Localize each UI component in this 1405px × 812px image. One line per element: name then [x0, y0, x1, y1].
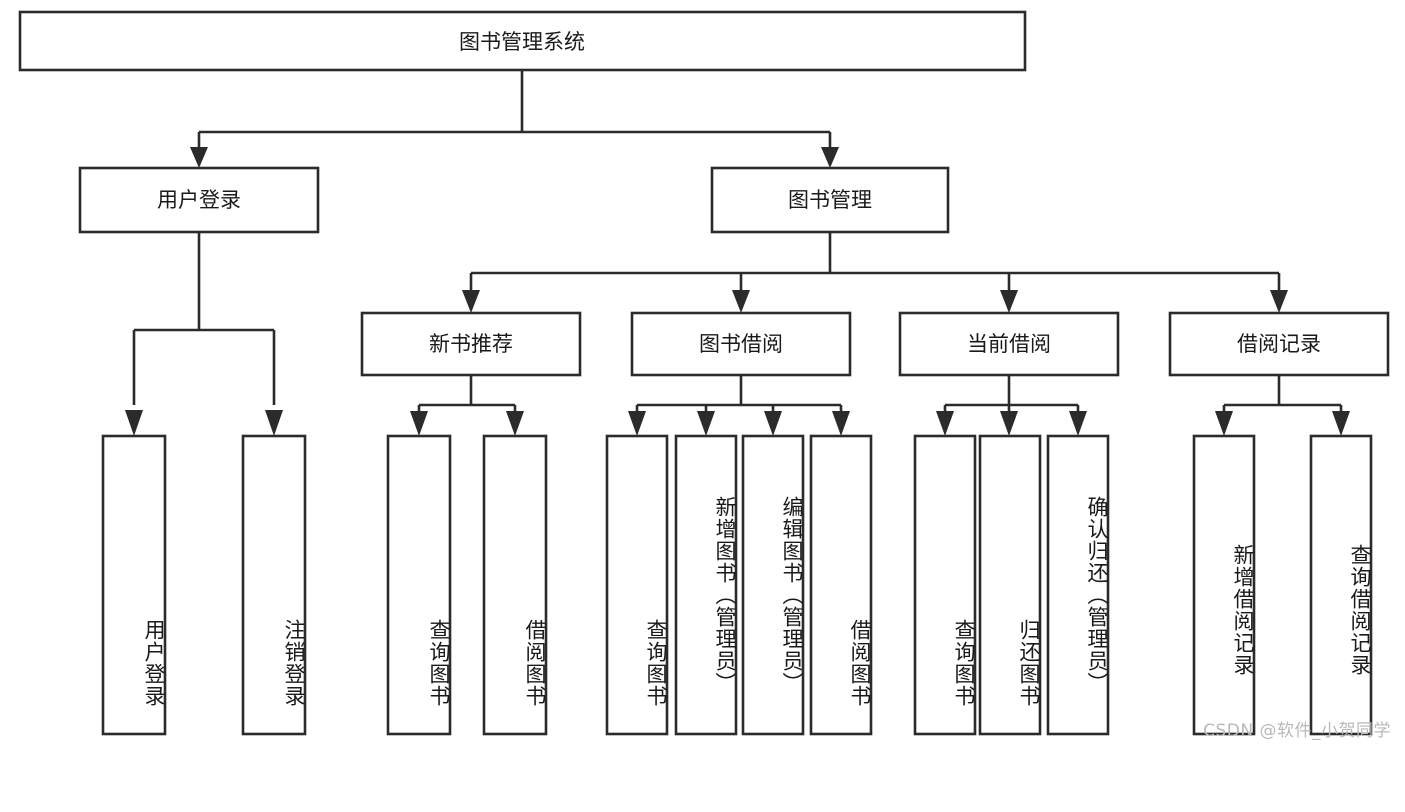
node-user-login-label: 用户登录: [157, 188, 241, 212]
leaf-box-current-borrow-2[interactable]: [978, 434, 1042, 736]
node-root-label: 图书管理系统: [459, 30, 585, 54]
leaf-box-book-borrow-3[interactable]: [741, 434, 805, 736]
csdn-watermark: CSDN @软件_小贺同学: [1203, 721, 1391, 741]
arrow-user-login-to-leaf-2: [265, 410, 283, 436]
node-book-borrow[interactable]: 图书借阅: [630, 311, 852, 377]
leaf-box-user-login-2[interactable]: [241, 434, 307, 736]
leaf-box-current-borrow-1[interactable]: [913, 434, 977, 736]
arrow-book-borrow-to-leaf-2: [697, 411, 715, 436]
node-book-borrow-box[interactable]: [630, 311, 852, 377]
edge-root-trunk: [197, 70, 832, 152]
node-book-manage[interactable]: 图书管理: [710, 166, 950, 234]
arrow-new-book-to-leaf-2: [506, 411, 524, 436]
node-root-box[interactable]: [18, 10, 1027, 72]
node-root[interactable]: 图书管理系统: [18, 10, 1027, 72]
arrow-current-borrow-to-leaf-1: [936, 411, 954, 436]
arrow-root-to-book-manage: [821, 147, 839, 168]
node-book-manage-label: 图书管理: [788, 188, 872, 212]
leaf-box-new-book-2[interactable]: [482, 434, 548, 736]
connectors-group: [125, 70, 1350, 436]
node-current-borrow-box[interactable]: [898, 311, 1120, 377]
leaf-boxes-group: [101, 434, 1373, 736]
edge-book-manage-trunk: [469, 232, 1281, 292]
arrow-user-login-to-leaf-1: [125, 410, 143, 436]
arrow-book-manage-to-borrow-record: [1270, 290, 1288, 313]
node-borrow-record-label: 借阅记录: [1237, 332, 1321, 356]
leaf-box-book-borrow-4[interactable]: [809, 434, 873, 736]
node-borrow-record[interactable]: 借阅记录: [1168, 311, 1390, 377]
arrow-current-borrow-to-leaf-3: [1069, 411, 1087, 436]
arrow-root-to-user-login: [190, 147, 208, 168]
edge-user-login-trunk: [132, 232, 276, 405]
edge-borrow-record-trunk: [1222, 375, 1343, 412]
edge-book-borrow-trunk: [635, 375, 843, 412]
system-structure-diagram: 图书管理系统 用户登录 图书管理 新书推荐 图书借阅 当前借阅 借阅记录: [18, 10, 1391, 741]
node-new-book-recommend[interactable]: 新书推荐: [360, 311, 582, 377]
node-new-book-recommend-box[interactable]: [360, 311, 582, 377]
edge-new-book-trunk: [417, 375, 517, 412]
node-borrow-record-box[interactable]: [1168, 311, 1390, 377]
arrow-borrow-record-to-leaf-1: [1215, 411, 1233, 436]
node-current-borrow[interactable]: 当前借阅: [898, 311, 1120, 377]
leaf-box-book-borrow-1[interactable]: [605, 434, 669, 736]
node-user-login[interactable]: 用户登录: [78, 166, 320, 234]
node-user-login-box[interactable]: [78, 166, 320, 234]
leaf-box-borrow-record-2[interactable]: [1309, 434, 1373, 736]
node-current-borrow-label: 当前借阅: [967, 332, 1051, 356]
leaf-box-current-borrow-3[interactable]: [1046, 434, 1110, 736]
arrow-current-borrow-to-leaf-2: [1000, 411, 1018, 436]
node-new-book-recommend-label: 新书推荐: [429, 332, 513, 356]
leaf-box-user-login-1[interactable]: [101, 434, 167, 736]
arrow-book-borrow-to-leaf-1: [628, 411, 646, 436]
arrow-book-borrow-to-leaf-3: [764, 411, 782, 436]
arrow-book-borrow-to-leaf-4: [832, 411, 850, 436]
leaf-box-new-book-1[interactable]: [386, 434, 452, 736]
arrow-book-manage-to-book-borrow: [732, 290, 750, 313]
edge-current-borrow-trunk: [943, 375, 1080, 412]
node-book-borrow-label: 图书借阅: [699, 332, 783, 356]
arrow-book-manage-to-new-book: [462, 290, 480, 313]
tree-diagram-canvas: 图书管理系统 用户登录 图书管理 新书推荐 图书借阅 当前借阅 借阅记录: [18, 10, 1390, 736]
leaf-box-book-borrow-2[interactable]: [674, 434, 738, 736]
arrow-book-manage-to-current-borrow: [1000, 290, 1018, 313]
arrow-borrow-record-to-leaf-2: [1332, 411, 1350, 436]
arrow-new-book-to-leaf-1: [410, 411, 428, 436]
node-book-manage-box[interactable]: [710, 166, 950, 234]
leaf-box-borrow-record-1[interactable]: [1192, 434, 1256, 736]
